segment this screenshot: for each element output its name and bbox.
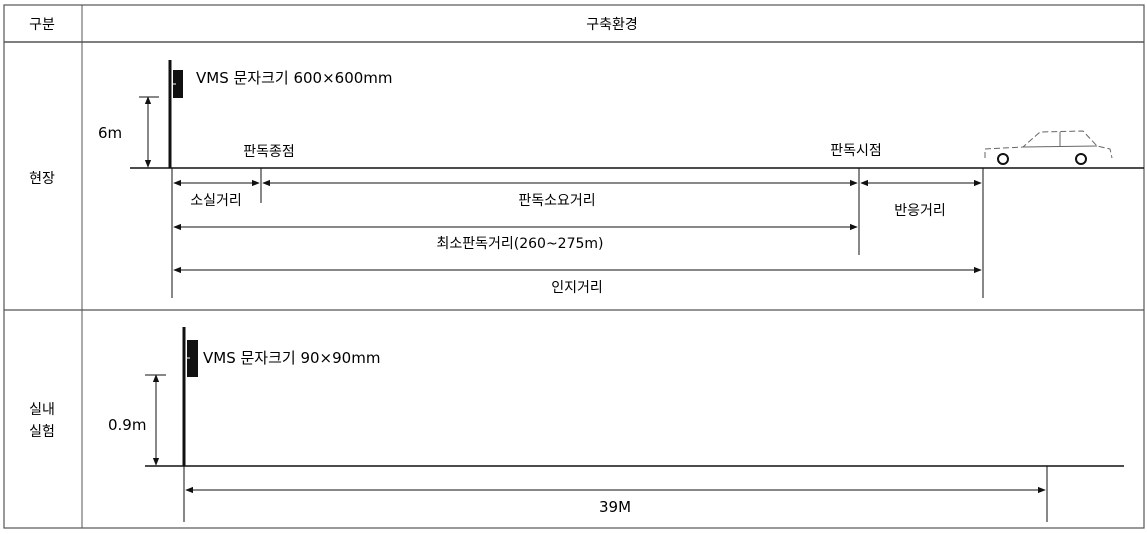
vanish-distance-label: 소실거리 xyxy=(190,193,242,209)
indoor-sign-label: VMS 문자크기 90×90mm xyxy=(203,349,380,367)
end-point-label: 판독종점 xyxy=(243,144,295,160)
indoor-vms-panel xyxy=(187,340,198,377)
recognition-distance-label: 인지거리 xyxy=(551,280,603,296)
indoor-height-label: 0.9m xyxy=(108,416,146,434)
table-border xyxy=(3,4,1145,529)
field-vms-panel xyxy=(173,70,183,98)
min-reading-distance-label: 최소판독거리(260~275m) xyxy=(436,236,603,252)
field-height-label: 6m xyxy=(98,124,122,142)
car-icon xyxy=(984,130,1113,165)
reading-required-distance-label: 판독소요거리 xyxy=(518,193,595,209)
row-label-field: 현장 xyxy=(29,171,55,187)
row-label-indoor-line2: 실험 xyxy=(29,424,55,440)
header-category: 구분 xyxy=(29,17,55,33)
row-label-indoor-line1: 실내 xyxy=(29,402,55,418)
indoor-diagram xyxy=(145,327,1124,522)
field-diagram xyxy=(130,60,1144,298)
start-point-label: 판독시점 xyxy=(830,143,882,159)
field-sign-label: VMS 문자크기 600×600mm xyxy=(196,69,393,87)
indoor-distance-label: 39M xyxy=(599,498,631,516)
reaction-distance-label: 반응거리 xyxy=(894,203,946,219)
header-environment: 구축환경 xyxy=(586,17,638,33)
table-grid xyxy=(3,4,1145,529)
